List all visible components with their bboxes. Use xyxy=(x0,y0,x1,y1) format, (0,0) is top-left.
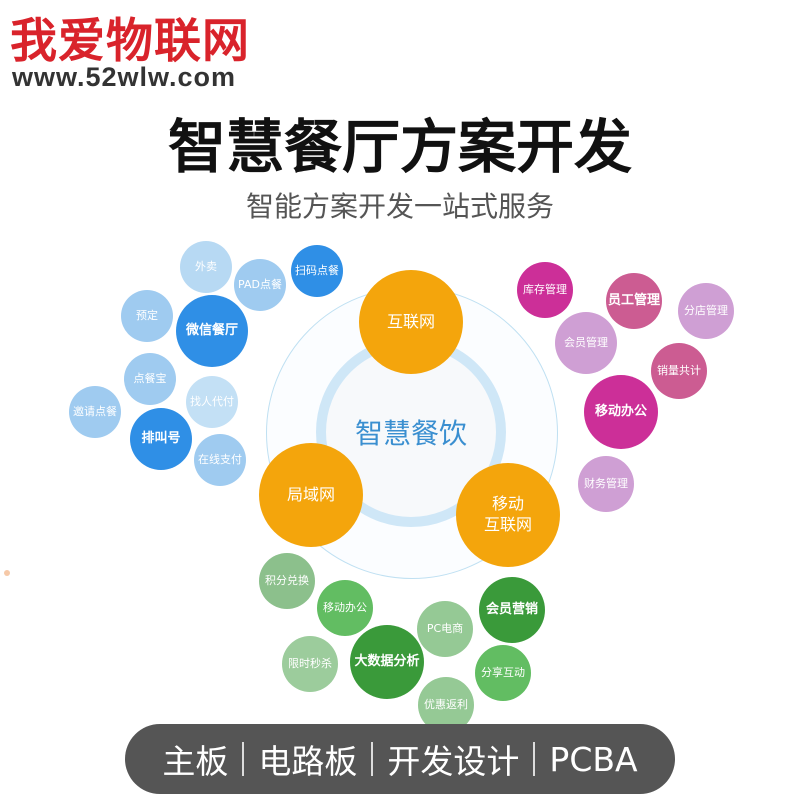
page-subtitle: 智能方案开发一站式服务 xyxy=(245,190,554,223)
bubble-green: 优惠返利 xyxy=(418,677,474,733)
service-item: 电路板 xyxy=(258,742,358,781)
site-url: www.52wlw.com xyxy=(12,62,237,92)
bubble-blue: PAD点餐 xyxy=(234,259,286,311)
bubble-blue: 排叫号 xyxy=(130,408,192,470)
bubble-green: 分享互动 xyxy=(475,645,531,701)
center-label: 智慧餐饮 xyxy=(354,417,467,450)
separator xyxy=(242,742,245,776)
bubble-green: 移动办公 xyxy=(317,580,373,636)
hub-mobile-internet: 移动 互联网 xyxy=(456,463,560,567)
bubble-blue: 点餐宝 xyxy=(124,353,176,405)
bubble-blue: 邀请点餐 xyxy=(69,386,121,438)
bubble-blue: 在线支付 xyxy=(194,434,246,486)
bubble-blue: 扫码点餐 xyxy=(291,245,343,297)
bubble-green: 限时秒杀 xyxy=(282,636,338,692)
service-item: 主板 xyxy=(162,742,229,781)
page-title: 智慧餐厅方案开发 xyxy=(167,113,632,181)
service-bar: 主板 电路板 开发设计 PCBA xyxy=(125,724,675,794)
bubble-pink: 员工管理 xyxy=(606,273,662,329)
bubble-blue: 外卖 xyxy=(180,241,232,293)
bubble-pink: 分店管理 xyxy=(678,283,734,339)
bubble-green: 大数据分析 xyxy=(350,625,424,699)
bubble-pink: 财务管理 xyxy=(578,456,634,512)
bubble-pink: 移动办公 xyxy=(584,375,658,449)
bubble-green: PC电商 xyxy=(417,601,473,657)
bubble-green: 会员营销 xyxy=(479,577,545,643)
bubble-pink: 销量共计 xyxy=(651,343,707,399)
bubble-pink: 会员管理 xyxy=(555,312,617,374)
bubble-blue: 微信餐厅 xyxy=(176,295,248,367)
decorative-dot xyxy=(4,570,10,576)
hub-lan: 局域网 xyxy=(259,443,363,547)
bubble-pink: 库存管理 xyxy=(517,262,573,318)
separator xyxy=(533,742,536,776)
separator xyxy=(371,742,374,776)
brand-logo: 我爱物联网 xyxy=(10,14,250,69)
bubble-blue: 预定 xyxy=(121,290,173,342)
bubble-blue: 找人代付 xyxy=(186,376,238,428)
hub-internet: 互联网 xyxy=(359,270,463,374)
bubble-green: 积分兑换 xyxy=(259,553,315,609)
service-item: PCBA xyxy=(549,739,638,779)
service-item: 开发设计 xyxy=(387,742,520,781)
